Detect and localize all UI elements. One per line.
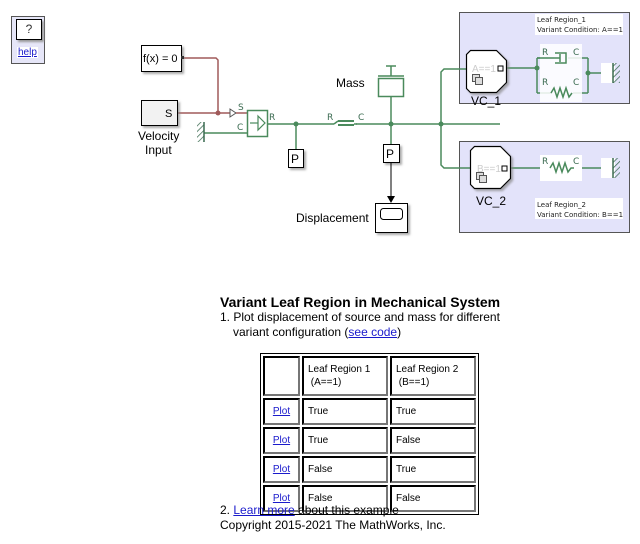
cell-region-1: True xyxy=(302,398,388,425)
cell-region-1: True xyxy=(302,427,388,454)
step-2: 2. Learn more about this example xyxy=(220,503,446,518)
plot-link[interactable]: Plot xyxy=(272,406,291,417)
example-title: Variant Leaf Region in Mechanical System xyxy=(220,294,501,310)
solver-config-block[interactable] xyxy=(141,45,182,72)
table-header-row: Leaf Region 1 (A==1) Leaf Region 2 (B==1… xyxy=(263,356,476,396)
port-r: R xyxy=(269,113,275,123)
help-icon[interactable]: ? xyxy=(16,19,42,40)
spring1-port-r: R xyxy=(542,78,548,88)
step-2-suffix: about this example xyxy=(294,503,399,517)
spring-block-2[interactable]: R C xyxy=(542,157,579,175)
plot-link[interactable]: Plot xyxy=(272,464,291,475)
help-link[interactable]: help xyxy=(17,47,38,58)
subsystem-icon xyxy=(472,74,483,85)
velocity-source-block[interactable] xyxy=(141,100,178,126)
damper-port-c: C xyxy=(573,48,579,58)
header-empty xyxy=(263,356,300,396)
signal-arrow-icon xyxy=(229,108,237,118)
vc2-label: VC_2 xyxy=(476,194,506,208)
probe-block-2[interactable] xyxy=(383,144,400,163)
ground-reference-icon xyxy=(613,158,620,178)
damper-block[interactable]: R C xyxy=(537,48,579,64)
learn-more-link[interactable]: Learn more xyxy=(233,503,295,517)
header-1-text: Leaf Region 1 xyxy=(308,364,371,375)
copyright: Copyright 2015-2021 The MathWorks, Inc. xyxy=(220,518,446,532)
region1-condition: Variant Condition: A==1 xyxy=(537,26,623,34)
ground-bg xyxy=(601,63,615,83)
plot-link[interactable]: Plot xyxy=(272,493,291,504)
header-2-text: Leaf Region 2 xyxy=(396,364,459,375)
subsystem-icon xyxy=(476,172,487,183)
mass-label: Mass xyxy=(336,76,365,90)
spring-port-r: R xyxy=(327,113,333,123)
solver-config-label: f(x) = 0 xyxy=(143,53,178,65)
region1-annotation-bg xyxy=(535,14,623,35)
cell-region-1: False xyxy=(302,485,388,512)
cell-region-2: True xyxy=(390,456,476,483)
step-1-line-1: 1. Plot displacement of source and mass … xyxy=(220,310,500,324)
spring-port-c: C xyxy=(358,113,364,123)
port-c: C xyxy=(237,123,243,133)
translational-element-block[interactable] xyxy=(333,120,357,126)
table-row: Plot True False xyxy=(263,427,476,454)
scope-label: Displacement xyxy=(296,211,369,225)
velocity-source-port: S xyxy=(165,108,172,120)
cell-region-2: True xyxy=(390,398,476,425)
region2-condition: Variant Condition: B==1 xyxy=(537,211,623,219)
spring2-port-r: R xyxy=(542,157,548,167)
footer: 2. Learn more about this example Copyrig… xyxy=(220,503,446,533)
velocity-label-2: Input xyxy=(145,143,172,157)
signal-junction xyxy=(215,110,221,116)
step-1-line-2: variant configuration (see code) xyxy=(220,325,620,340)
junctions xyxy=(293,65,591,127)
table-row: Plot True True xyxy=(263,398,476,425)
see-code-link[interactable]: see code xyxy=(348,325,398,339)
mass-block[interactable] xyxy=(377,65,405,98)
region2-annotation-bg xyxy=(535,198,623,219)
simulink-diagram: Leaf Region_1 Variant Condition: A==1 Le… xyxy=(138,12,630,233)
scope-icon xyxy=(380,208,403,220)
table-row: Plot False True xyxy=(263,456,476,483)
vc1-label: VC_1 xyxy=(471,94,501,108)
ground-bg xyxy=(601,158,615,178)
plot-link[interactable]: Plot xyxy=(272,435,291,446)
signal-lines xyxy=(178,57,230,114)
spring-block-1[interactable]: R C xyxy=(542,78,579,100)
example-description: Variant Leaf Region in Mechanical System… xyxy=(220,294,620,340)
spring1-port-c: C xyxy=(573,78,579,88)
cell-region-2: False xyxy=(390,485,476,512)
ground-reference-icon xyxy=(613,63,620,83)
region1-name: Leaf Region_1 xyxy=(537,16,586,24)
vc1-condition: A==1 xyxy=(472,64,496,75)
header-1-sub: (A==1) xyxy=(310,377,342,388)
cell-region-2: False xyxy=(390,427,476,454)
velocity-label-1: Velocity xyxy=(138,129,179,143)
cell-region-1: False xyxy=(302,456,388,483)
header-leaf-region-2: Leaf Region 2 (B==1) xyxy=(390,356,476,396)
spring2-port-c: C xyxy=(573,157,579,167)
mechanical-lines xyxy=(204,57,612,169)
source-arrow-icon xyxy=(257,114,266,132)
table-row: Plot False False xyxy=(263,485,476,512)
step-1-text: variant configuration ( xyxy=(233,325,349,339)
port-s: S xyxy=(238,103,244,113)
vc2-condition: B==1 xyxy=(477,164,501,175)
probe-1-label: P xyxy=(291,152,299,166)
header-2-sub: (B==1) xyxy=(398,377,430,388)
header-leaf-region-1: Leaf Region 1 (A==1) xyxy=(302,356,388,396)
damper-port-r: R xyxy=(542,48,548,58)
step-2-prefix: 2. xyxy=(220,503,234,517)
help-block[interactable]: ? help xyxy=(11,16,45,64)
probe-2-label: P xyxy=(386,147,394,161)
arrow-down-icon xyxy=(387,196,395,203)
ground-reference-icon xyxy=(197,122,204,142)
step-1-suffix: ) xyxy=(397,325,402,339)
probe-block-1[interactable] xyxy=(288,149,304,168)
configuration-table: Leaf Region 1 (A==1) Leaf Region 2 (B==1… xyxy=(260,353,479,515)
region2-name: Leaf Region_2 xyxy=(537,201,586,209)
